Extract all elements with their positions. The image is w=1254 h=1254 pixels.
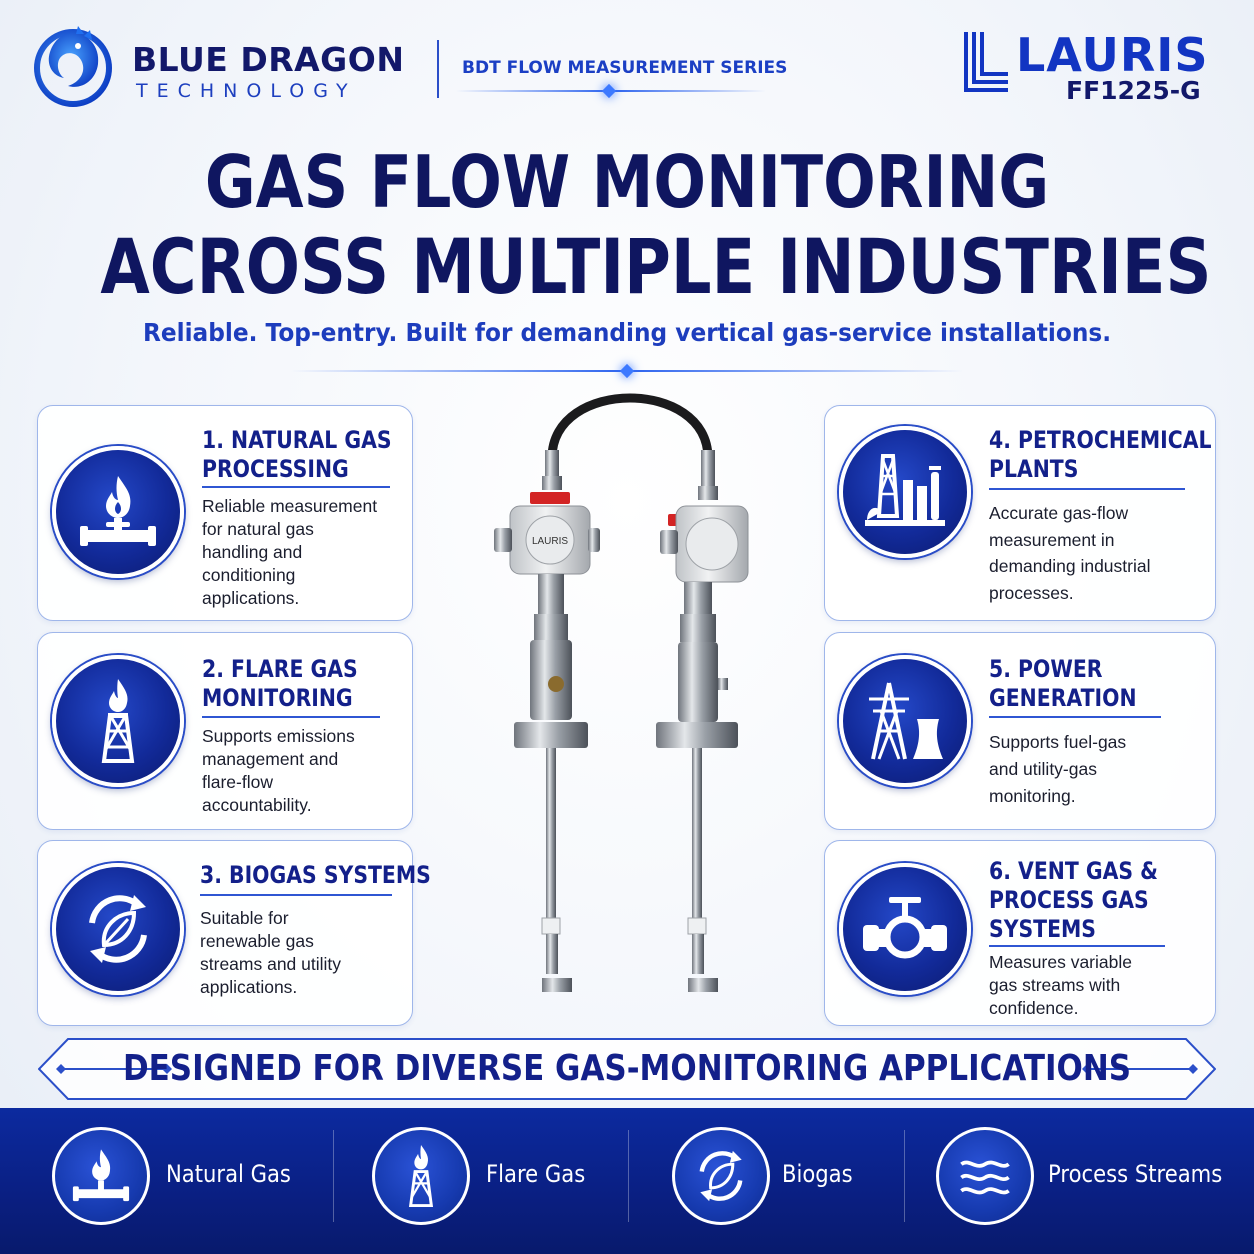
blue-dragon-logo-icon	[34, 26, 112, 107]
flare-tower-icon	[52, 655, 184, 787]
product-model: FF1225-G	[1066, 76, 1201, 105]
card-desc-line: conditioning	[202, 565, 296, 585]
lauris-logo-icon	[964, 32, 1008, 92]
card-desc-line: Supports fuel-gas	[989, 732, 1127, 752]
card-desc-line: Supports emissions	[202, 726, 355, 746]
page-subtitle: Reliable. Top-entry. Built for demanding…	[142, 318, 1112, 347]
card-title-line: 2. FLARE GAS	[202, 655, 358, 683]
card-title-line: 1. NATURAL GAS	[202, 426, 392, 454]
page-title-line-2: ACROSS MULTIPLE INDUSTRIES	[100, 222, 1212, 311]
card-divider	[200, 894, 392, 896]
refinery-icon	[839, 426, 971, 558]
card-divider	[202, 716, 380, 718]
footer-separator	[904, 1130, 905, 1222]
card-title-line: 5. POWER	[989, 655, 1103, 683]
card-desc-line: management and	[202, 749, 339, 769]
footer-separator	[628, 1130, 629, 1222]
footer-item-biogas: Biogas	[672, 1124, 892, 1230]
footer-label: Process Streams	[1048, 1160, 1223, 1188]
card-desc-line: Accurate gas-flow	[989, 503, 1129, 523]
card-title-line: GENERATION	[989, 684, 1137, 712]
banner-heading: DESIGNED FOR DIVERSE GAS-MONITORING APPL…	[122, 1048, 1132, 1089]
card-desc-line: Measures variable	[989, 952, 1132, 972]
card-divider	[989, 945, 1165, 947]
flare-tower-icon	[372, 1127, 470, 1225]
footer-separator	[333, 1130, 334, 1222]
card-desc-line: gas streams with	[989, 975, 1121, 995]
card-divider	[989, 716, 1161, 718]
series-diamond	[601, 83, 617, 99]
card-desc-line: accountability.	[202, 795, 312, 815]
card-divider	[202, 486, 390, 488]
card-title-line: PROCESS GAS	[989, 886, 1149, 914]
footer-item-flare-gas: Flare Gas	[372, 1124, 612, 1230]
footer-label: Biogas	[782, 1160, 853, 1188]
valve-pipe-icon	[839, 863, 971, 995]
card-title-line: SYSTEMS	[989, 915, 1097, 943]
card-title-line: PROCESSING	[202, 455, 349, 483]
card-desc-line: monitoring.	[989, 786, 1076, 806]
industry-card-biogas: 3. BIOGAS SYSTEMS Suitable for renewable…	[37, 840, 431, 1026]
card-title-line: MONITORING	[202, 684, 353, 712]
card-desc-line: applications.	[200, 977, 298, 997]
page-title-line-1: GAS FLOW MONITORING	[204, 140, 1050, 224]
flow-meter-product-image: LAURIS	[494, 393, 749, 992]
card-desc-line: and utility-gas	[989, 759, 1097, 779]
footer-item-process-streams: Process Streams	[936, 1124, 1226, 1230]
gas-flame-pipe-icon	[52, 1127, 150, 1225]
card-desc-line: Suitable for	[200, 908, 289, 928]
brand-name: BLUE DRAGON	[132, 40, 405, 79]
card-desc-line: demanding industrial	[989, 556, 1151, 576]
footer-label: Flare Gas	[486, 1160, 586, 1188]
recycle-leaf-icon	[52, 863, 184, 995]
card-desc-line: Reliable measurement	[202, 496, 378, 516]
card-desc-line: processes.	[989, 582, 1074, 603]
product-label: LAURIS	[532, 536, 568, 547]
waves-icon	[936, 1127, 1034, 1225]
card-title-line: 6. VENT GAS &	[989, 857, 1158, 885]
card-desc-line: measurement in	[989, 529, 1115, 550]
footer-label: Natural Gas	[166, 1160, 291, 1188]
card-desc-line: confidence.	[989, 998, 1079, 1018]
card-desc-line: for natural gas	[202, 519, 314, 539]
card-desc-line: handling and	[202, 542, 303, 562]
power-tower-icon	[839, 655, 971, 787]
product-brand: LAURIS	[1016, 28, 1209, 82]
banner-frame	[38, 1038, 1216, 1100]
card-title-line: PLANTS	[989, 455, 1079, 483]
gas-flame-pipe-icon	[52, 446, 184, 578]
card-desc-line: renewable gas	[200, 931, 314, 951]
card-desc-line: flare-flow	[202, 772, 273, 792]
brand-subtitle: TECHNOLOGY	[136, 80, 357, 102]
recycle-leaf-icon	[672, 1127, 770, 1225]
card-title-line: 4. PETROCHEMICAL	[989, 426, 1212, 454]
card-desc-line: applications.	[202, 588, 300, 608]
footer-item-natural-gas: Natural Gas	[52, 1124, 312, 1230]
series-label: BDT FLOW MEASUREMENT SERIES	[462, 58, 788, 78]
card-divider	[989, 488, 1185, 490]
card-desc-line: streams and utility	[200, 954, 342, 974]
footer-strip	[0, 1108, 1254, 1254]
subtitle-diamond	[619, 363, 635, 379]
card-title-line: 3. BIOGAS SYSTEMS	[200, 861, 431, 889]
header-divider	[437, 40, 439, 98]
